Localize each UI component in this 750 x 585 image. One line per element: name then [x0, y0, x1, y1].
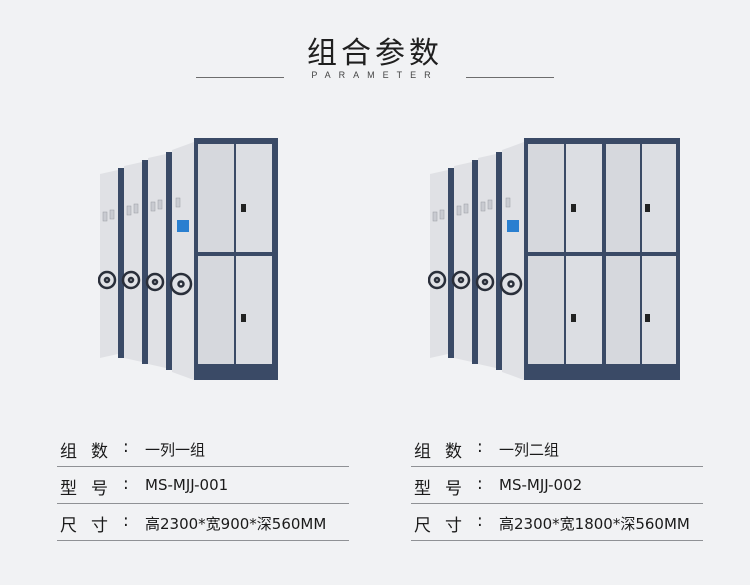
blue-label-plate	[177, 220, 189, 232]
divider-right	[466, 77, 554, 78]
handwheels	[98, 270, 193, 296]
page-title: 组合参数	[307, 36, 443, 71]
spec-label: 尺寸	[60, 516, 122, 536]
product-image-1	[98, 136, 282, 392]
spec-label: 组数	[60, 442, 122, 462]
spec-row-group-count: 组数 : 一列一组	[57, 430, 349, 467]
cabinet-front	[524, 138, 680, 380]
blue-label-plate	[507, 220, 519, 232]
spec-label: 型号	[414, 479, 476, 499]
spec-label: 尺寸	[414, 516, 476, 536]
spec-row-group-count: 组数 : 一列二组	[411, 430, 703, 467]
product-image-2	[428, 136, 684, 392]
spec-row-size: 尺寸 : 高2300*宽1800*深560MM	[411, 504, 703, 541]
spec-value: 一列一组	[145, 441, 206, 459]
spec-row-model: 型号 : MS-MJJ-002	[411, 467, 703, 504]
spec-label: 组数	[414, 442, 476, 462]
spec-table-1: 组数 : 一列一组 型号 : MS-MJJ-001 尺寸 : 高2300*宽90…	[57, 430, 349, 541]
spec-value: MS-MJJ-001	[145, 476, 229, 494]
spec-row-size: 尺寸 : 高2300*宽900*深560MM	[57, 504, 349, 541]
spec-label: 型号	[60, 479, 122, 499]
side-panels	[100, 142, 194, 380]
side-panels	[430, 142, 524, 380]
spec-value: 一列二组	[499, 441, 560, 459]
handwheels	[428, 270, 523, 296]
spec-table-2: 组数 : 一列二组 型号 : MS-MJJ-002 尺寸 : 高2300*宽18…	[411, 430, 703, 541]
spec-row-model: 型号 : MS-MJJ-001	[57, 467, 349, 504]
spec-value: 高2300*宽900*深560MM	[145, 515, 327, 533]
spec-value: MS-MJJ-002	[499, 476, 583, 494]
cabinet-front	[194, 138, 278, 380]
spec-value: 高2300*宽1800*深560MM	[499, 515, 690, 533]
page-subtitle: PARAMETER	[311, 70, 439, 80]
mobile-shelving-illustration	[98, 138, 278, 380]
mobile-shelving-illustration	[428, 138, 680, 380]
divider-left	[196, 77, 284, 78]
